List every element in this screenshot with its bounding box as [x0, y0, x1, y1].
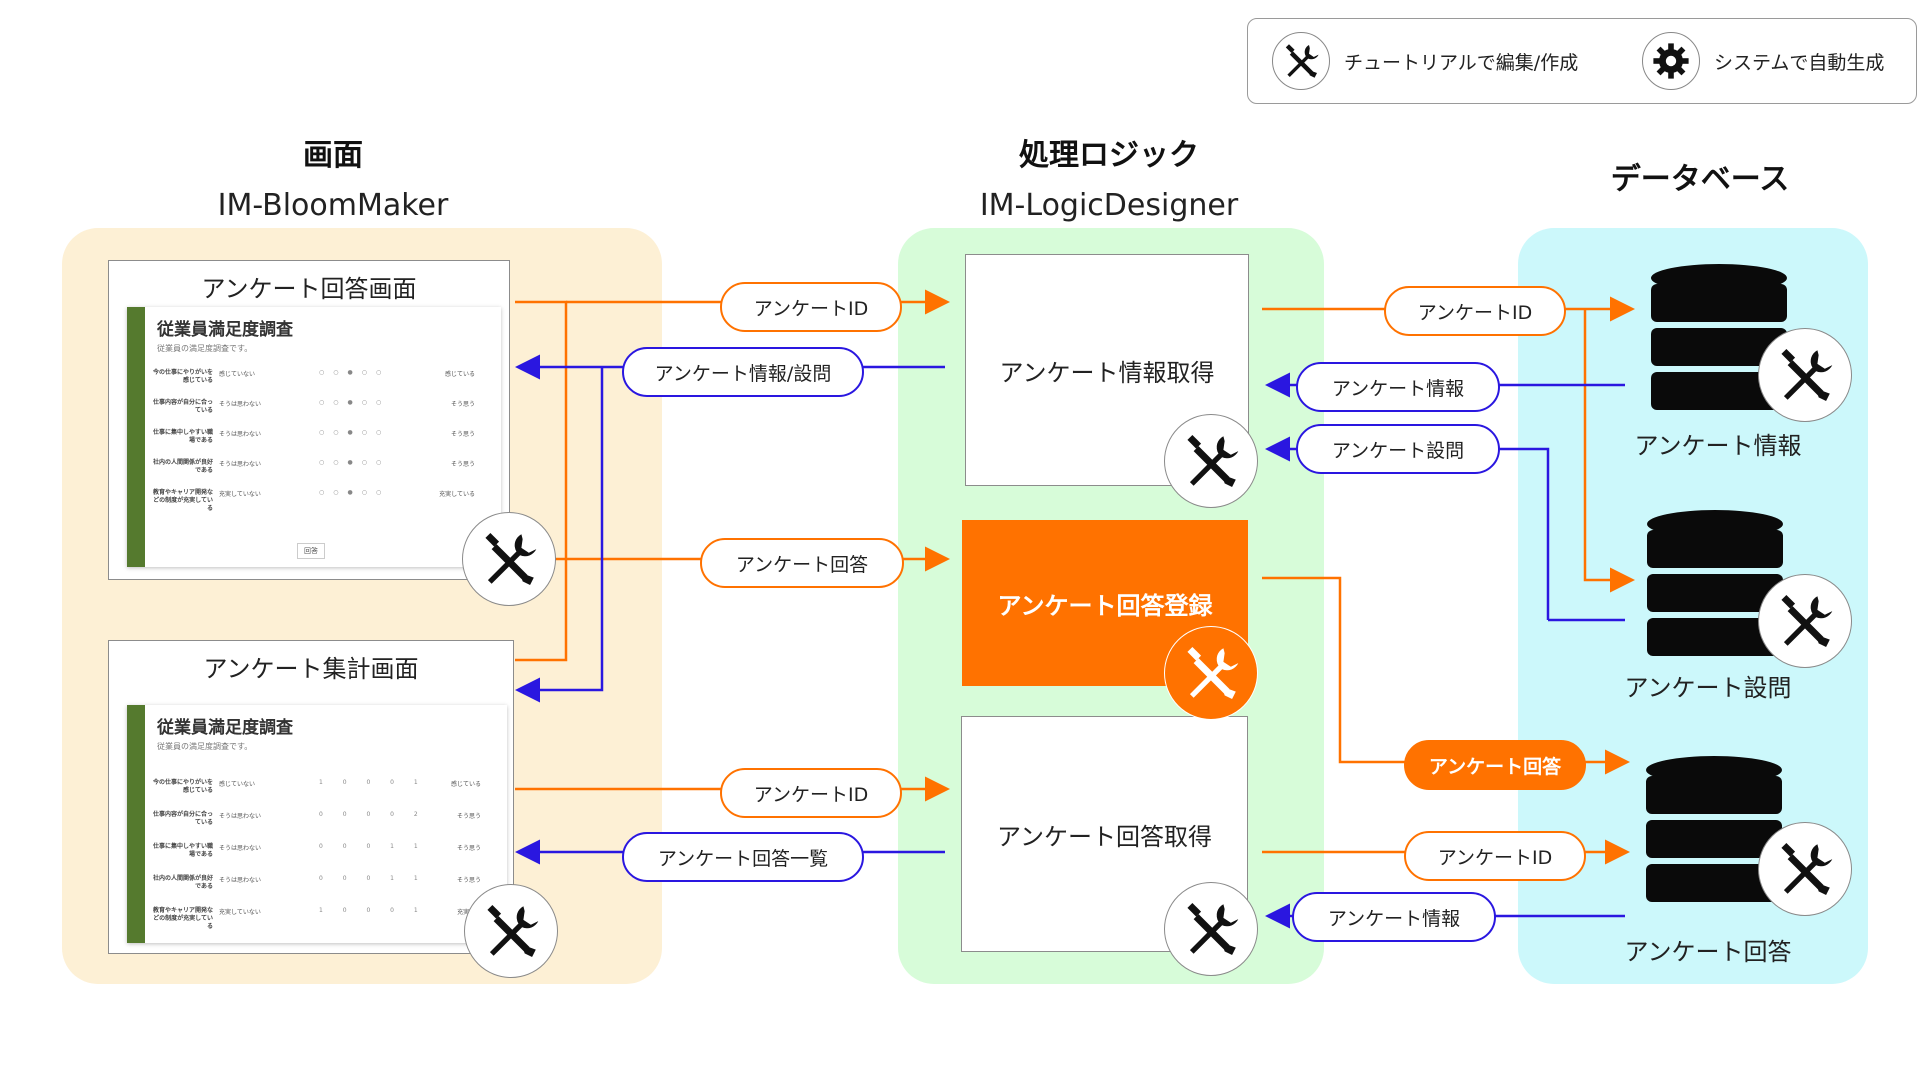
db-info-label: アンケート情報 [1634, 432, 1802, 460]
gear-icon [1642, 32, 1700, 90]
wrench-screwdriver-icon [1758, 328, 1852, 422]
db-answers-label: アンケート回答 [1624, 938, 1792, 966]
database-icon [1651, 264, 1787, 410]
logic-column-title: 処理ロジック IM-LogicDesigner [899, 130, 1319, 223]
screen-column-jp: 画面 [303, 138, 363, 173]
answer-screen-preview: 従業員満足度調査 従業員の満足度調査です。 今の仕事にやりがいを感じている感じて… [127, 307, 501, 567]
survey-row: 社内の人間関係が良好であるそうは思わない○○●○○そう思う [152, 459, 475, 474]
flow-survey-id: アンケートID [720, 768, 902, 818]
flow-survey-answer: アンケート回答 [1404, 740, 1586, 790]
survey-row: 教育やキャリア開発などの制度が充実している充実していない○○●○○充実している [152, 489, 475, 512]
flow-answer-list: アンケート回答一覧 [622, 832, 864, 882]
wrench-screwdriver-icon [1758, 574, 1852, 668]
wrench-screwdriver-icon [464, 884, 558, 978]
survey-row: 仕事内容が自分に合っているそうは思わない○○●○○そう思う [152, 399, 475, 414]
wrench-screwdriver-icon [1164, 626, 1258, 720]
wrench-screwdriver-icon [1164, 882, 1258, 976]
survey-row: 仕事に集中しやすい職場であるそうは思わない○○●○○そう思う [153, 429, 475, 444]
survey-subtitle: 従業員の満足度調査です。 [157, 344, 253, 353]
screen-column-title: 画面 IM-BloomMaker [123, 130, 543, 223]
sidebar [127, 307, 145, 567]
answer-screen-title: アンケート回答画面 [201, 275, 417, 303]
answer-screen: アンケート回答画面 従業員満足度調査 従業員の満足度調査です。 今の仕事にやりが… [108, 260, 510, 580]
wrench-screwdriver-icon [1272, 32, 1330, 90]
flow-survey-info: アンケート情報 [1292, 892, 1496, 942]
summary-screen-title: アンケート集計画面 [203, 655, 419, 683]
database-icon [1646, 756, 1782, 902]
flow-survey-id: アンケートID [1384, 286, 1566, 336]
legend: チュートリアルで編集/作成 システムで自動生成 [1247, 18, 1917, 104]
wrench-screwdriver-icon [462, 512, 556, 606]
flow-survey-id: アンケートID [720, 282, 902, 332]
logic-column-jp: 処理ロジック [1019, 138, 1199, 173]
submit-button[interactable]: 回答 [297, 543, 325, 559]
database-column-title: データベース [1490, 154, 1910, 198]
survey-row: 今の仕事にやりがいを感じている感じていない○○●○○感じている [152, 369, 475, 384]
wrench-screwdriver-icon [1164, 414, 1258, 508]
flow-survey-id: アンケートID [1404, 831, 1586, 881]
logic-column-en: IM-LogicDesigner [979, 188, 1239, 223]
sidebar [127, 705, 145, 943]
database-icon [1647, 510, 1783, 656]
summary-screen: アンケート集計画面 従業員満足度調査 従業員の満足度調査です。 今の仕事にやりが… [108, 640, 514, 954]
legend-edit-label: チュートリアルで編集/作成 [1344, 51, 1579, 74]
summary-screen-preview: 従業員満足度調査 従業員の満足度調査です。 今の仕事にやりがいを感じている感じて… [127, 705, 507, 943]
database-column-jp: データベース [1610, 162, 1790, 197]
flow-survey-answer: アンケート回答 [700, 538, 904, 588]
flow-survey-info: アンケート情報 [1296, 362, 1500, 412]
db-questions-label: アンケート設問 [1624, 674, 1792, 702]
legend-edit: チュートリアルで編集/作成 [1272, 32, 1579, 90]
survey-title: 従業員満足度調査 [157, 320, 293, 340]
screen-column-en: IM-BloomMaker [217, 188, 449, 223]
survey-title: 従業員満足度調査 [157, 718, 293, 738]
flow-survey-info-questions: アンケート情報/設問 [622, 347, 864, 397]
flow-survey-questions: アンケート設問 [1296, 424, 1500, 474]
legend-auto: システムで自動生成 [1642, 32, 1885, 90]
wrench-screwdriver-icon [1758, 822, 1852, 916]
survey-subtitle: 従業員の満足度調査です。 [157, 742, 253, 751]
legend-auto-label: システムで自動生成 [1714, 51, 1885, 74]
